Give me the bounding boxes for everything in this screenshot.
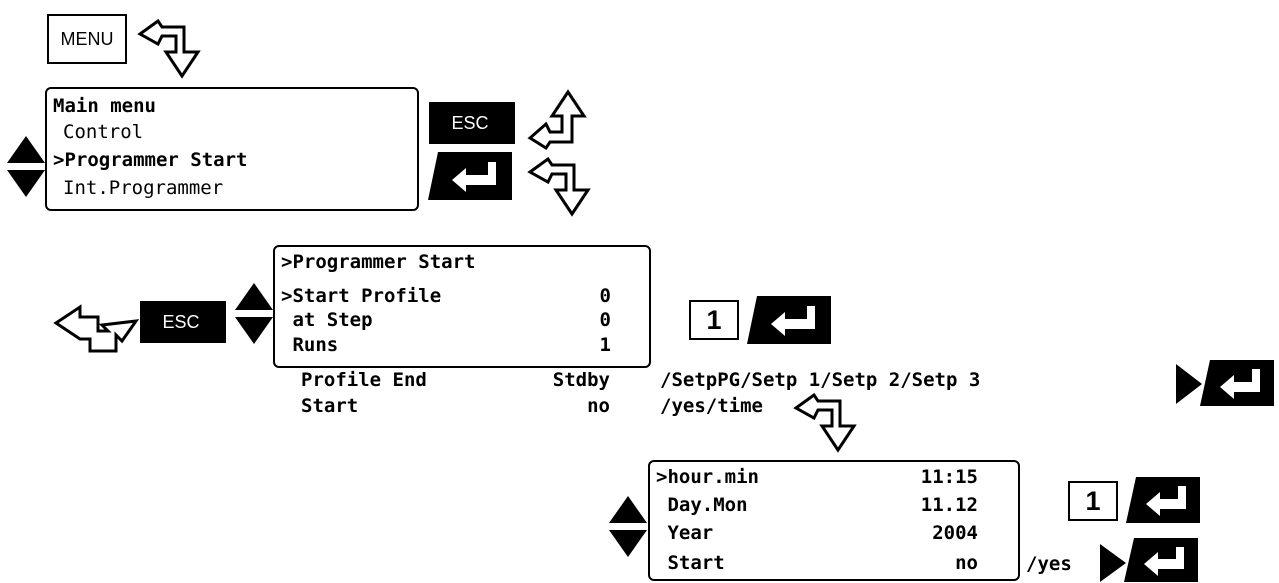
runs-label[interactable]: Runs xyxy=(281,334,339,356)
runs-value: 1 xyxy=(599,334,611,356)
hour-min-label[interactable]: >hour.min xyxy=(656,466,759,488)
hour-min-value: 11:15 xyxy=(920,466,978,488)
esc-key-label: ESC xyxy=(162,311,200,332)
start-options: /yes/time xyxy=(660,395,763,417)
main-menu-title: Main menu xyxy=(53,95,156,117)
start-profile-label[interactable]: >Start Profile xyxy=(281,285,442,307)
start-label[interactable]: Start xyxy=(301,395,359,417)
menu-key-label: MENU xyxy=(60,28,114,49)
profile-end-label[interactable]: Profile End xyxy=(301,369,427,391)
digit-one-key-label: 1 xyxy=(706,304,722,335)
time-settings-display: >hour.min 11:15 Day.Mon 11.12 Year 2004 … xyxy=(648,460,1020,581)
time-start-options: /yes xyxy=(1026,553,1072,575)
esc-key-label: ESC xyxy=(451,112,489,133)
enter-key-icon[interactable] xyxy=(1200,360,1274,406)
right-arrow-key-icon[interactable] xyxy=(1100,544,1126,582)
profile-end-value: Stdby xyxy=(552,369,610,391)
menu-key[interactable]: MENU xyxy=(47,14,127,64)
digit-one-key-label: 1 xyxy=(1085,485,1101,516)
programmer-start-display: >Programmer Start >Start Profile 0 at St… xyxy=(273,245,651,368)
up-down-keys-icon[interactable] xyxy=(608,496,648,558)
profile-end-options: /SetpPG/Setp 1/Setp 2/Setp 3 xyxy=(660,369,981,391)
start-value: no xyxy=(587,395,610,417)
day-mon-label[interactable]: Day.Mon xyxy=(656,494,748,516)
programmer-start-title: >Programmer Start xyxy=(281,251,476,273)
at-step-label[interactable]: at Step xyxy=(281,309,373,331)
day-mon-value: 11.12 xyxy=(920,494,978,516)
right-arrow-key-icon[interactable] xyxy=(1176,364,1202,404)
esc-key[interactable]: ESC xyxy=(429,102,511,144)
main-menu-item-programmer-start[interactable]: >Programmer Start xyxy=(53,149,248,171)
main-menu-display: Main menu Control >Programmer Start Int.… xyxy=(45,87,419,211)
start-profile-value: 0 xyxy=(599,285,611,307)
up-down-keys-icon[interactable] xyxy=(6,136,46,198)
esc-key-shape xyxy=(499,102,515,144)
up-arrow-icon xyxy=(527,89,587,151)
enter-key-icon[interactable] xyxy=(1126,477,1200,523)
down-arrow-icon xyxy=(793,392,857,453)
time-start-value: no xyxy=(955,552,978,574)
enter-key-icon[interactable] xyxy=(428,152,512,200)
year-label[interactable]: Year xyxy=(656,522,714,544)
down-arrow-icon xyxy=(137,18,201,79)
main-menu-item-int-programmer[interactable]: Int.Programmer xyxy=(63,177,224,199)
main-menu-item-control[interactable]: Control xyxy=(63,121,144,143)
year-value: 2004 xyxy=(932,522,978,544)
esc-key-shape xyxy=(210,301,226,343)
back-arrow-icon xyxy=(53,304,140,353)
digit-one-key[interactable]: 1 xyxy=(689,300,739,340)
enter-key-icon[interactable] xyxy=(1124,538,1198,582)
down-arrow-icon xyxy=(527,156,591,217)
enter-key-icon[interactable] xyxy=(747,296,831,344)
time-start-label[interactable]: Start xyxy=(656,552,725,574)
up-down-keys-icon[interactable] xyxy=(234,283,274,345)
esc-key[interactable]: ESC xyxy=(140,301,222,343)
digit-one-key[interactable]: 1 xyxy=(1068,481,1118,521)
at-step-value: 0 xyxy=(599,309,611,331)
